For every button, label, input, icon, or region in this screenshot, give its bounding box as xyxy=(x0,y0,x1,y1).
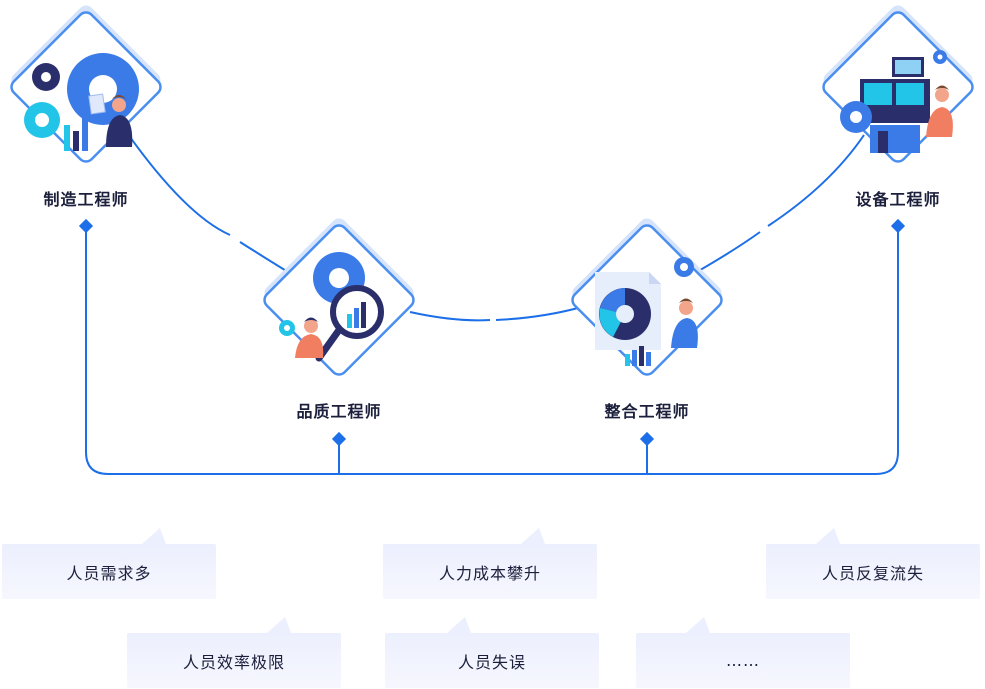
gear-left-icon xyxy=(840,101,872,133)
curve-quality-to-integration-2 xyxy=(495,307,579,321)
marker-quality xyxy=(331,431,347,447)
role-label-quality: 品质工程师 xyxy=(296,402,382,421)
tile-quality xyxy=(263,218,415,376)
problem-text: …… xyxy=(726,651,760,670)
curve-integration-to-equipment-2 xyxy=(767,134,865,227)
bracket-connector xyxy=(85,226,899,475)
gear-dark-icon xyxy=(32,63,60,91)
tile-manufacturing xyxy=(10,5,162,163)
gear-cyan-icon xyxy=(24,102,60,138)
marker-manufacturing xyxy=(78,218,94,234)
problem-bubble-more: …… xyxy=(636,617,850,688)
bar-chart-icon xyxy=(64,117,88,151)
pie-chart-icon xyxy=(599,288,651,340)
curve-manufacturing-to-quality xyxy=(124,129,231,236)
gear-small-icon xyxy=(933,50,947,64)
curve-quality-to-integration xyxy=(409,311,491,322)
role-label-equipment: 设备工程师 xyxy=(855,190,941,209)
bracket-outer xyxy=(85,226,899,475)
problem-bubble-staff-demand: 人员需求多 xyxy=(2,528,216,599)
person-icon xyxy=(671,298,698,348)
person-icon xyxy=(926,85,953,137)
tile-integration xyxy=(571,218,723,376)
problem-text: 人员失误 xyxy=(457,652,526,672)
role-label-integration: 整合工程师 xyxy=(604,402,690,421)
marker-integration xyxy=(639,431,655,447)
gear-small-cyan-icon xyxy=(279,320,295,336)
control-console-icon xyxy=(860,79,930,153)
problem-text: 人员效率极限 xyxy=(182,652,285,672)
problem-bubble-efficiency-limit: 人员效率极限 xyxy=(127,617,341,688)
curve-integration-to-equipment xyxy=(694,231,761,274)
marker-equipment xyxy=(890,218,906,234)
person-icon xyxy=(295,317,324,358)
tile-equipment xyxy=(822,5,974,163)
problem-text: 人力成本攀升 xyxy=(438,563,541,583)
role-label-manufacturing: 制造工程师 xyxy=(43,190,129,209)
monitor-icon xyxy=(892,57,924,77)
problem-bubble-human-error: 人员失误 xyxy=(385,617,599,688)
person-icon xyxy=(88,93,133,147)
problem-text: 人员反复流失 xyxy=(821,563,924,583)
gear-hex-icon xyxy=(674,257,694,277)
bar-chart-icon xyxy=(625,346,651,366)
magnifier-icon xyxy=(315,285,384,362)
curve-manufacturing-to-quality-2 xyxy=(239,241,289,273)
problem-bubble-labor-cost: 人力成本攀升 xyxy=(383,528,597,599)
connector-curves xyxy=(124,129,865,322)
problem-text: 人员需求多 xyxy=(66,563,152,583)
diamond-markers xyxy=(78,218,906,447)
gear-large-icon xyxy=(67,53,139,125)
problem-bubble-turnover: 人员反复流失 xyxy=(766,528,980,599)
